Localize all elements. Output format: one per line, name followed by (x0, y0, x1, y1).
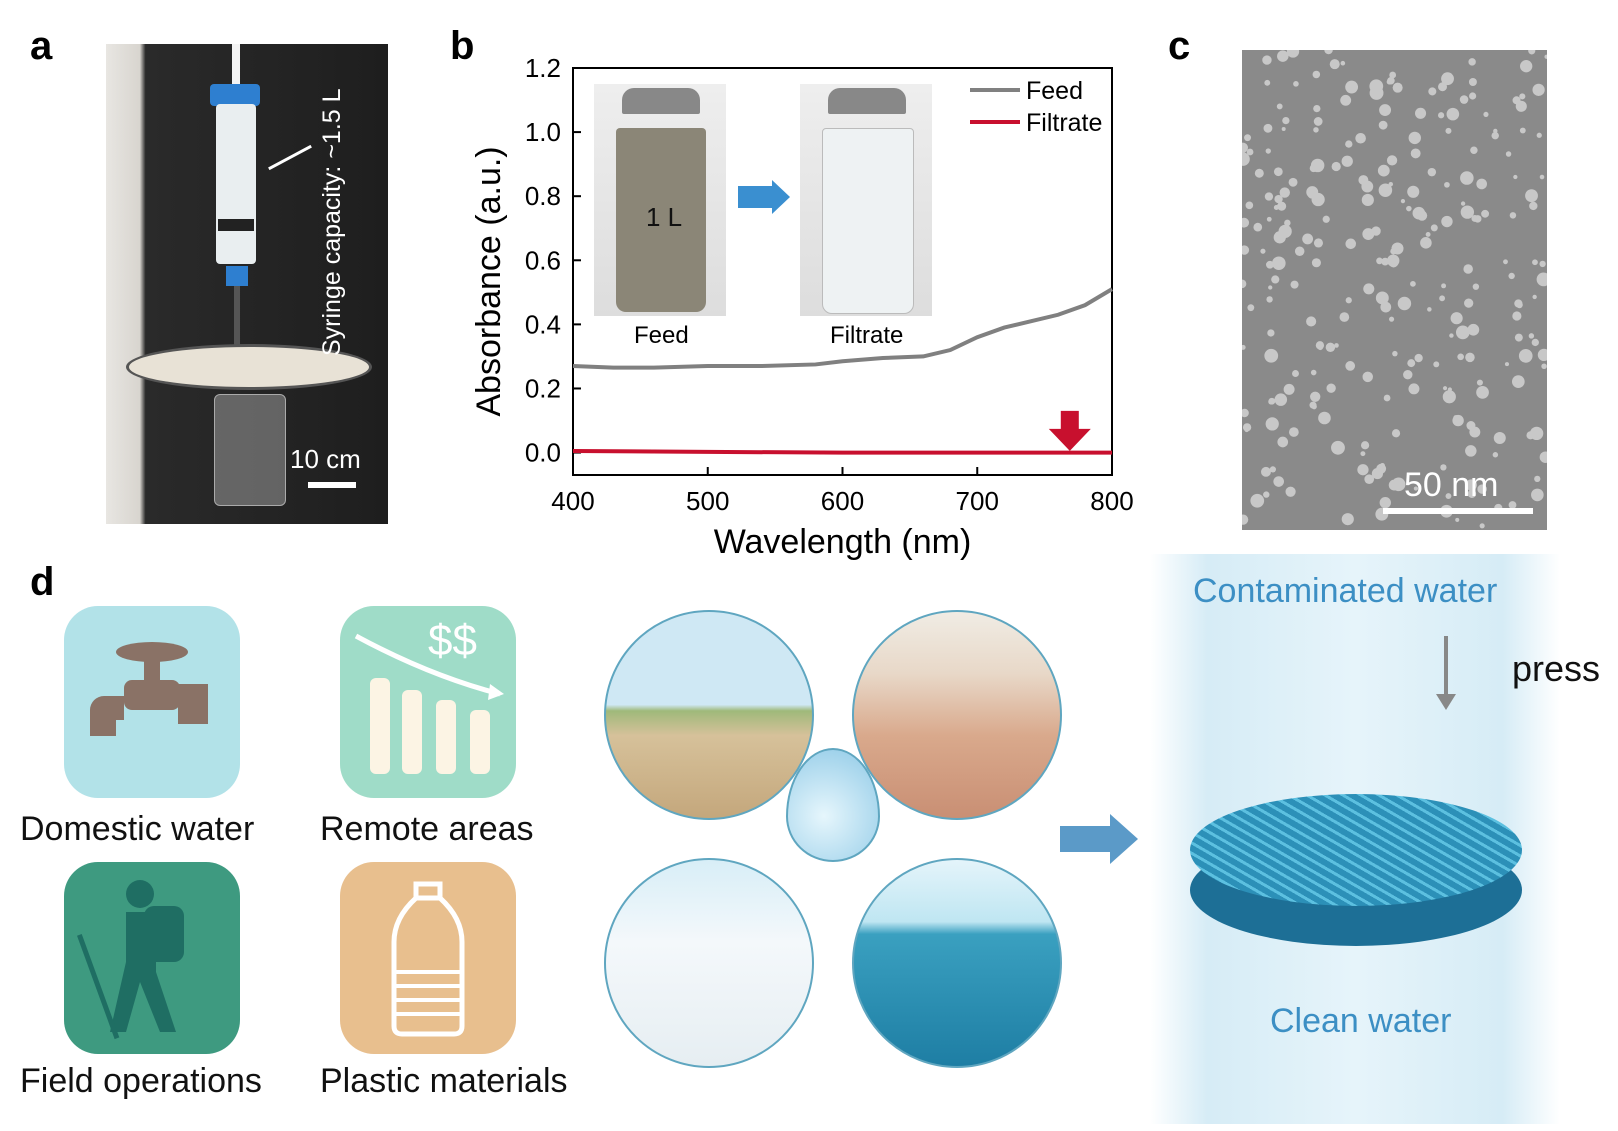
tile-field-operations (64, 862, 240, 1054)
legend-label: Feed (1026, 77, 1083, 105)
filtrate-jug-photo (800, 84, 932, 316)
drought-scene (852, 610, 1062, 820)
absorbance-chart: 400 500 600 700 800 0.0 0.2 0.4 0.6 0.8 1.0 1.2Wave… (470, 53, 1134, 560)
y-tick-label: 0.8 (525, 181, 561, 211)
process-arrow-head (1110, 814, 1138, 864)
inset-feed-label: Feed (634, 322, 689, 349)
scale-bar-c (1383, 508, 1533, 514)
y-tick-label: 0.2 (525, 373, 561, 403)
water-drop-icon (786, 748, 880, 862)
red-down-arrow-icon (1048, 410, 1091, 451)
tile-plastic-materials (340, 862, 516, 1054)
panel-label-d: d (30, 560, 55, 604)
blue-arrow-head (772, 180, 790, 214)
x-tick-label: 700 (956, 486, 999, 516)
x-tick-label: 600 (821, 486, 864, 516)
x-axis-label: Wavelength (nm) (714, 523, 972, 560)
scale-bar-a (308, 482, 356, 488)
tile-domestic-water (64, 606, 240, 798)
x-tick-label: 500 (686, 486, 729, 516)
inset-filtrate-label: Filtrate (830, 322, 904, 349)
process-arrow-icon (1060, 826, 1110, 852)
scale-label-c: 50 nm (1404, 466, 1499, 504)
scale-label-a: 10 cm (290, 444, 361, 474)
filtration-photo: Syringe capacity: ~1.5 L 10 cm (106, 44, 388, 524)
volume-label: 1 L (646, 202, 683, 232)
series-line-filtrate (572, 448, 1112, 455)
tile-label: Plastic materials (320, 1062, 568, 1100)
y-tick-label: 1.0 (525, 117, 561, 147)
bottle-icon (391, 881, 465, 1037)
feed-jug-photo: 1 L (594, 84, 726, 316)
hiker-icon (77, 880, 184, 1040)
y-tick-label: 0.0 (525, 438, 561, 468)
x-tick-label: 800 (1090, 486, 1133, 516)
y-tick-label: 0.4 (525, 309, 561, 339)
tile-remote-areas: $$ (340, 606, 516, 798)
dollar-icon: $$ (428, 616, 477, 665)
tile-label: Remote areas (320, 810, 534, 848)
blue-arrow-icon (738, 186, 772, 208)
series-line-feed (572, 287, 1114, 370)
ocean-plastic-scene (852, 858, 1062, 1068)
panel-label-a: a (30, 24, 53, 68)
panel-label-b: b (450, 24, 475, 68)
y-tick-label: 0.6 (525, 245, 561, 275)
y-axis-label: Absorbance (a.u.) (470, 146, 508, 416)
clean-water-label: Clean water (1270, 1002, 1452, 1040)
press-label: press (1512, 648, 1601, 689)
x-tick-label: 400 (551, 486, 594, 516)
declining-bars-icon (354, 633, 504, 774)
tile-label: Domestic water (20, 810, 255, 848)
filtration-schematic (1150, 554, 1560, 1124)
snow-scene (604, 858, 814, 1068)
press-arrow-icon (1444, 636, 1448, 698)
y-tick-label: 1.2 (525, 53, 561, 83)
faucet-icon (90, 642, 208, 736)
contaminated-water-label: Contaminated water (1193, 572, 1498, 610)
panel-label-c: c (1168, 24, 1191, 68)
legend-label: Filtrate (1026, 109, 1102, 137)
rain-well-scene (604, 610, 814, 820)
tile-label: Field operations (20, 1062, 262, 1100)
sem-image (1242, 50, 1547, 530)
